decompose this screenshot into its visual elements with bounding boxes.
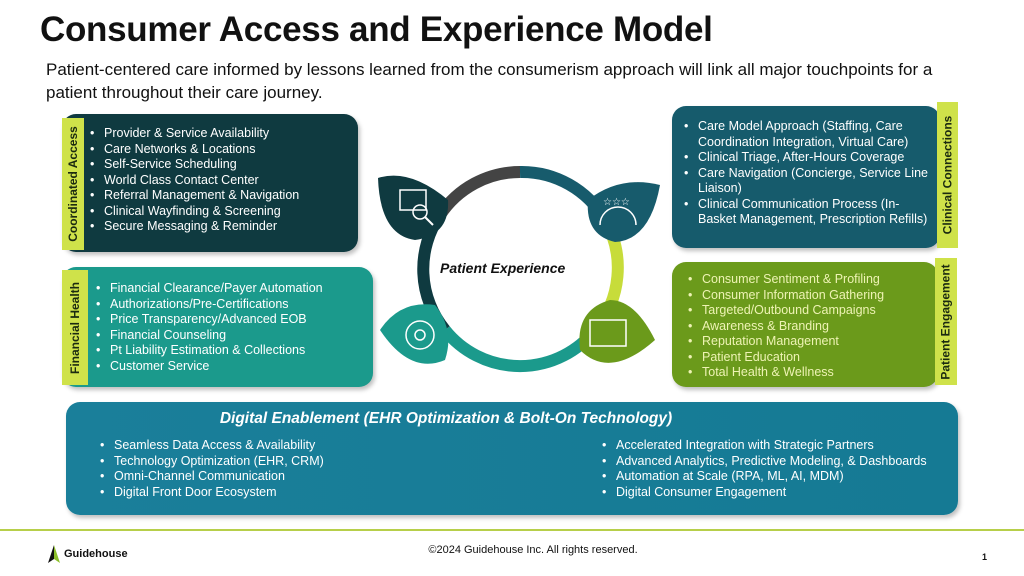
process-cycle-icon bbox=[380, 304, 449, 364]
ring-segment bbox=[440, 326, 600, 373]
list-item: Care Networks & Locations bbox=[90, 142, 358, 158]
list-item: Accelerated Integration with Strategic P… bbox=[602, 438, 927, 454]
list-item: Referral Management & Navigation bbox=[90, 188, 358, 204]
list-item: Digital Front Door Ecosystem bbox=[100, 485, 324, 501]
satisfaction-gauge-icon: ☆☆☆ bbox=[587, 182, 660, 242]
list-item: Self-Service Scheduling bbox=[90, 157, 358, 173]
list-item: Clinical Communication Process (In-Baske… bbox=[684, 197, 934, 228]
list-item: Clinical Wayfinding & Screening bbox=[90, 204, 358, 220]
list-item: Awareness & Branding bbox=[688, 319, 938, 335]
slide-subtitle: Patient-centered care informed by lesson… bbox=[46, 60, 933, 102]
patient-engagement-box: Consumer Sentiment & ProfilingConsumer I… bbox=[672, 262, 938, 387]
footer-divider bbox=[0, 529, 1024, 531]
list-item: Patient Education bbox=[688, 350, 938, 366]
list-item: World Class Contact Center bbox=[90, 173, 358, 189]
slide-title: Consumer Access and Experience Model bbox=[40, 10, 713, 49]
clinical-connections-label: Clinical Connections bbox=[937, 102, 958, 248]
list-item: Care Navigation (Concierge, Service Line… bbox=[684, 166, 934, 197]
analytics-icon bbox=[378, 175, 449, 240]
patient-engagement-label: Patient Engagement bbox=[935, 258, 957, 385]
clinical-connections-box: Care Model Approach (Staffing, Care Coor… bbox=[672, 106, 940, 248]
digital-enablement-box: Digital Enablement (EHR Optimization & B… bbox=[66, 402, 958, 515]
page-number: 1 bbox=[982, 552, 988, 562]
list-item: Financial Clearance/Payer Automation bbox=[96, 281, 373, 297]
idea-screen-icon bbox=[579, 300, 655, 363]
financial-health-box: Financial Clearance/Payer AutomationAuth… bbox=[62, 267, 373, 387]
copyright: ©2024 Guidehouse Inc. All rights reserve… bbox=[428, 544, 638, 556]
list-item: Reputation Management bbox=[688, 334, 938, 350]
coordinated-access-label: Coordinated Access bbox=[62, 118, 84, 250]
list-item: Targeted/Outbound Campaigns bbox=[688, 303, 938, 319]
list-item: Omni-Channel Communication bbox=[100, 469, 324, 485]
list-item: Digital Consumer Engagement bbox=[602, 485, 927, 501]
list-item: Secure Messaging & Reminder bbox=[90, 219, 358, 235]
list-item: Consumer Sentiment & Profiling bbox=[688, 272, 938, 288]
list-item: Consumer Information Gathering bbox=[688, 288, 938, 304]
list-item: Clinical Triage, After-Hours Coverage bbox=[684, 150, 934, 166]
list-item: Customer Service bbox=[96, 359, 373, 375]
coordinated-access-box: Provider & Service AvailabilityCare Netw… bbox=[62, 114, 358, 252]
list-item: Automation at Scale (RPA, ML, AI, MDM) bbox=[602, 469, 927, 485]
digital-enablement-title: Digital Enablement (EHR Optimization & B… bbox=[219, 410, 673, 427]
list-item: Care Model Approach (Staffing, Care Coor… bbox=[684, 119, 934, 150]
patient-experience-cycle: ☆☆☆ bbox=[378, 165, 660, 373]
list-item: Advanced Analytics, Predictive Modeling,… bbox=[602, 454, 927, 470]
guidehouse-logo: Guidehouse bbox=[48, 545, 128, 563]
list-item: Technology Optimization (EHR, CRM) bbox=[100, 454, 324, 470]
list-item: Financial Counseling bbox=[96, 328, 373, 344]
center-label: Patient Experience bbox=[440, 260, 566, 276]
list-item: Authorizations/Pre-Certifications bbox=[96, 297, 373, 313]
list-item: Total Health & Wellness bbox=[688, 365, 938, 381]
logo-mark-icon bbox=[48, 545, 60, 563]
list-item: Price Transparency/Advanced EOB bbox=[96, 312, 373, 328]
svg-text:☆☆☆: ☆☆☆ bbox=[603, 197, 630, 208]
list-item: Provider & Service Availability bbox=[90, 126, 358, 142]
list-item: Pt Liability Estimation & Collections bbox=[96, 343, 373, 359]
list-item: Seamless Data Access & Availability bbox=[100, 438, 324, 454]
financial-health-label: Financial Health bbox=[62, 270, 88, 385]
